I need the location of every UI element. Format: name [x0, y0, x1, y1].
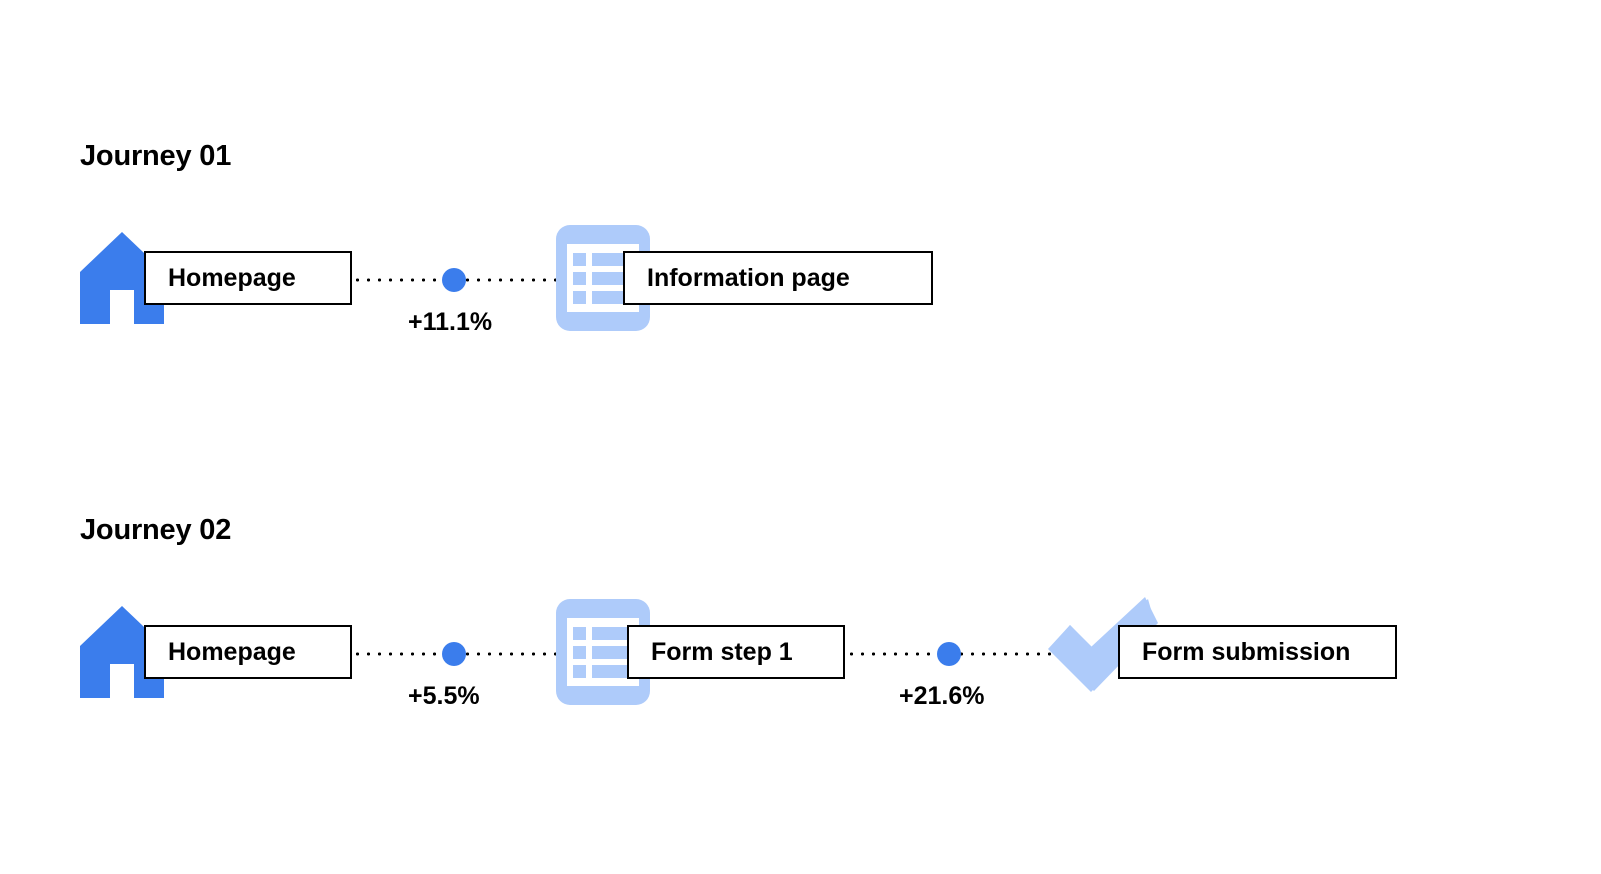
journey-title: Journey 01 — [80, 140, 232, 172]
node-label: Information page — [647, 263, 850, 292]
node-label: Homepage — [168, 263, 296, 292]
connector-line — [846, 652, 1108, 656]
home-icon — [80, 232, 164, 324]
journey-flow-row: +11.1% Homepage Information page — [0, 215, 1601, 375]
node-box-homepage[interactable]: Homepage — [144, 251, 352, 305]
node-label: Homepage — [168, 637, 296, 666]
node-box-information-page[interactable]: Information page — [623, 251, 933, 305]
node-box-form-step-1[interactable]: Form step 1 — [627, 625, 845, 679]
node-label: Form step 1 — [651, 637, 793, 666]
node-box-homepage[interactable]: Homepage — [144, 625, 352, 679]
journey-title: Journey 02 — [80, 514, 232, 546]
connector-percentage: +21.6% — [899, 682, 985, 710]
connector-dot[interactable] — [442, 642, 466, 666]
node-label: Form submission — [1142, 637, 1351, 666]
journey-flow-row: +5.5% +21.6% Homepage — [0, 589, 1601, 749]
connector-percentage: +11.1% — [408, 308, 493, 336]
node-box-form-submission[interactable]: Form submission — [1118, 625, 1397, 679]
home-icon — [80, 606, 164, 698]
connector-dot[interactable] — [937, 642, 961, 666]
checkmark-icon — [1048, 597, 1158, 707]
connector-percentage: +5.5% — [408, 682, 480, 710]
connector-dot[interactable] — [442, 268, 466, 292]
